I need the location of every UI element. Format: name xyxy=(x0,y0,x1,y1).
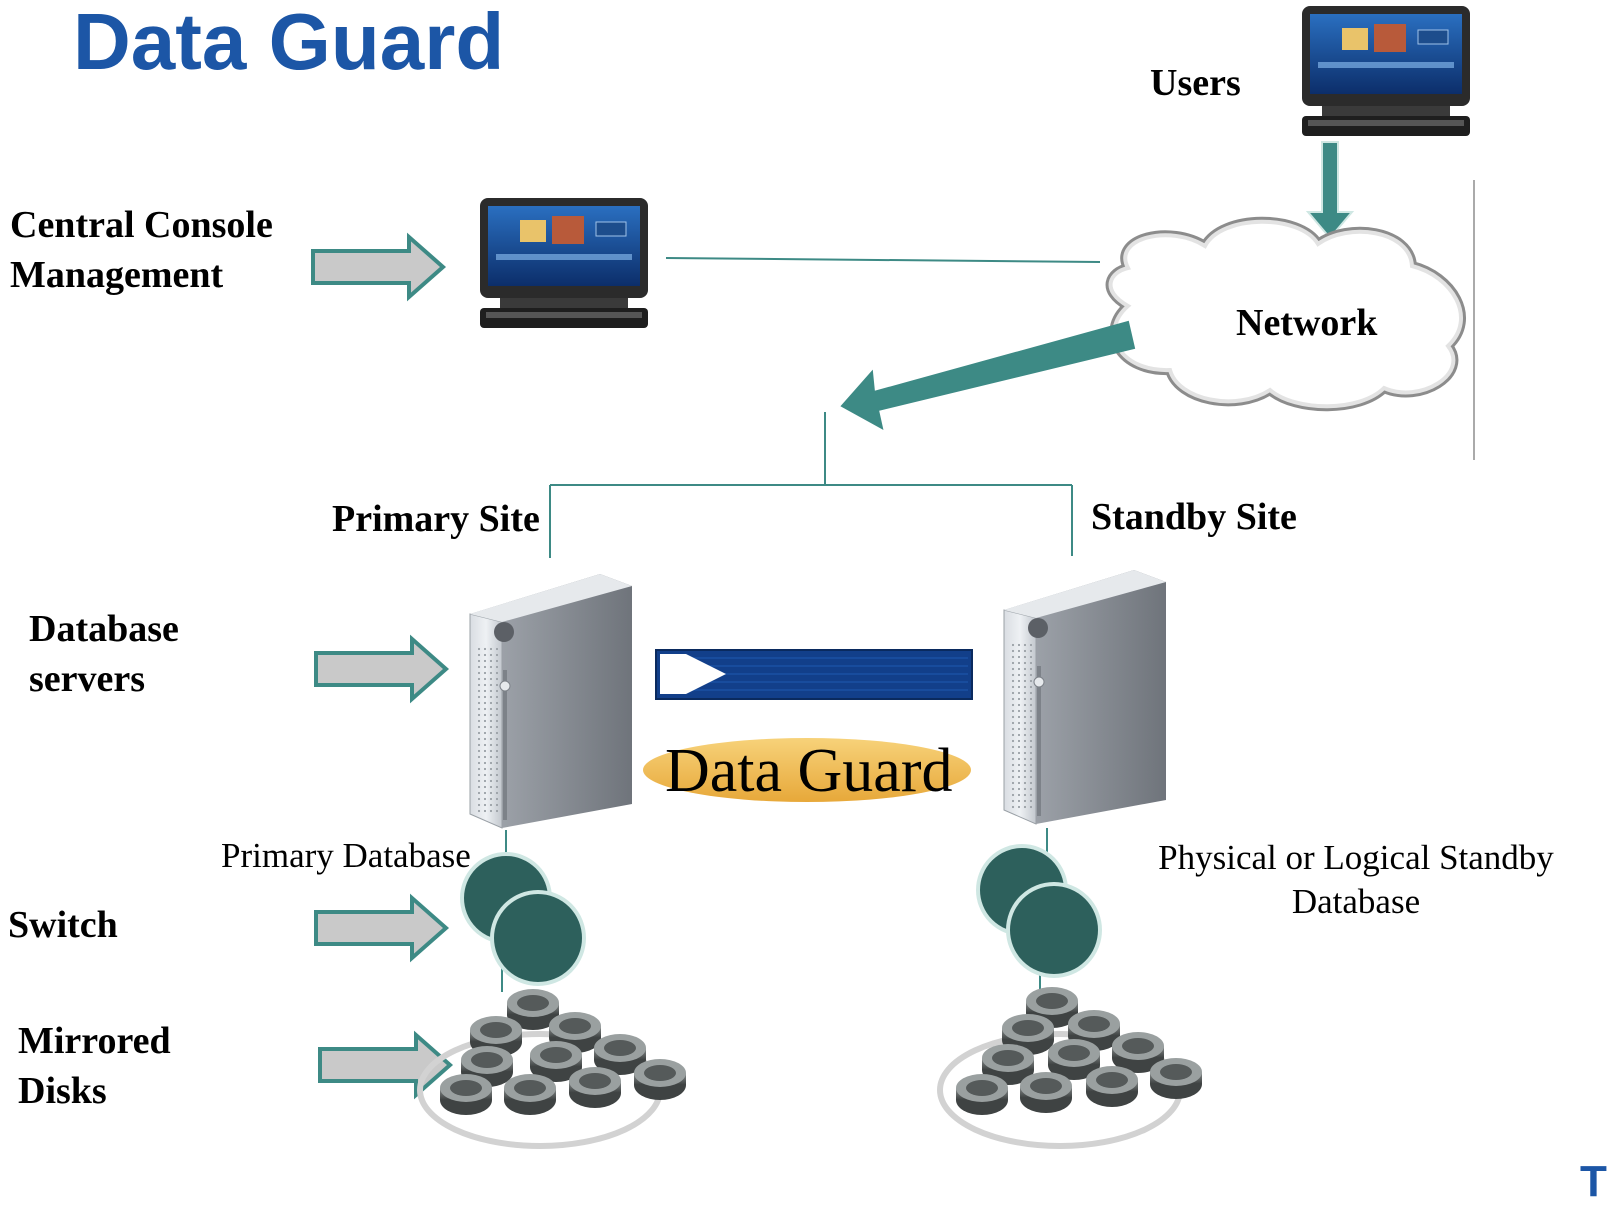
central-console-label-line2: Management xyxy=(10,254,224,296)
central-console-label: Central Console Management xyxy=(10,200,273,300)
logo-fragment: T xyxy=(1580,1157,1607,1206)
standby-database-label: Physical or Logical Standby Database xyxy=(1150,836,1562,924)
primary-server-icon xyxy=(469,573,633,829)
database-servers-label: Database servers xyxy=(29,604,179,704)
database-servers-arrow-icon xyxy=(314,637,448,701)
redo-transport-bar-icon xyxy=(655,649,973,700)
users-to-network-arrow-icon xyxy=(1305,141,1355,240)
central-console-label-line1: Central Console xyxy=(10,204,273,246)
mirrored-disks-label-line2: Disks xyxy=(18,1070,107,1112)
primary-disk-stack-icon xyxy=(417,989,686,1149)
standby-server-icon xyxy=(1003,569,1167,825)
page-title: Data Guard xyxy=(73,0,505,86)
users-label: Users xyxy=(1150,62,1241,104)
data-guard-label: Data Guard xyxy=(665,737,953,805)
switch-label: Switch xyxy=(8,904,118,946)
central-console-monitor-icon xyxy=(479,197,649,329)
network-to-sites-arrow-icon xyxy=(840,320,1136,430)
mirrored-disks-label: Mirrored Disks xyxy=(18,1016,171,1116)
mirrored-disks-label-line1: Mirrored xyxy=(18,1020,171,1062)
users-monitor-icon xyxy=(1301,5,1471,137)
standby-database-label-line2: Database xyxy=(1291,882,1421,921)
central-console-arrow-icon xyxy=(311,235,445,299)
primary-database-label: Primary Database xyxy=(221,836,471,875)
network-label: Network xyxy=(1236,302,1378,344)
network-cloud-icon xyxy=(1105,216,1466,412)
standby-disk-stack-icon xyxy=(937,987,1202,1149)
primary-site-label: Primary Site xyxy=(332,498,540,540)
database-servers-label-line2: servers xyxy=(29,658,146,700)
switch-arrow-icon xyxy=(314,896,448,960)
standby-database-label-line1: Physical or Logical Standby xyxy=(1158,838,1554,877)
standby-switch-icon xyxy=(976,844,1102,978)
database-servers-label-line1: Database xyxy=(29,608,179,650)
standby-site-label: Standby Site xyxy=(1091,496,1297,538)
primary-switch-icon xyxy=(460,852,586,986)
data-guard-oval xyxy=(643,738,971,802)
